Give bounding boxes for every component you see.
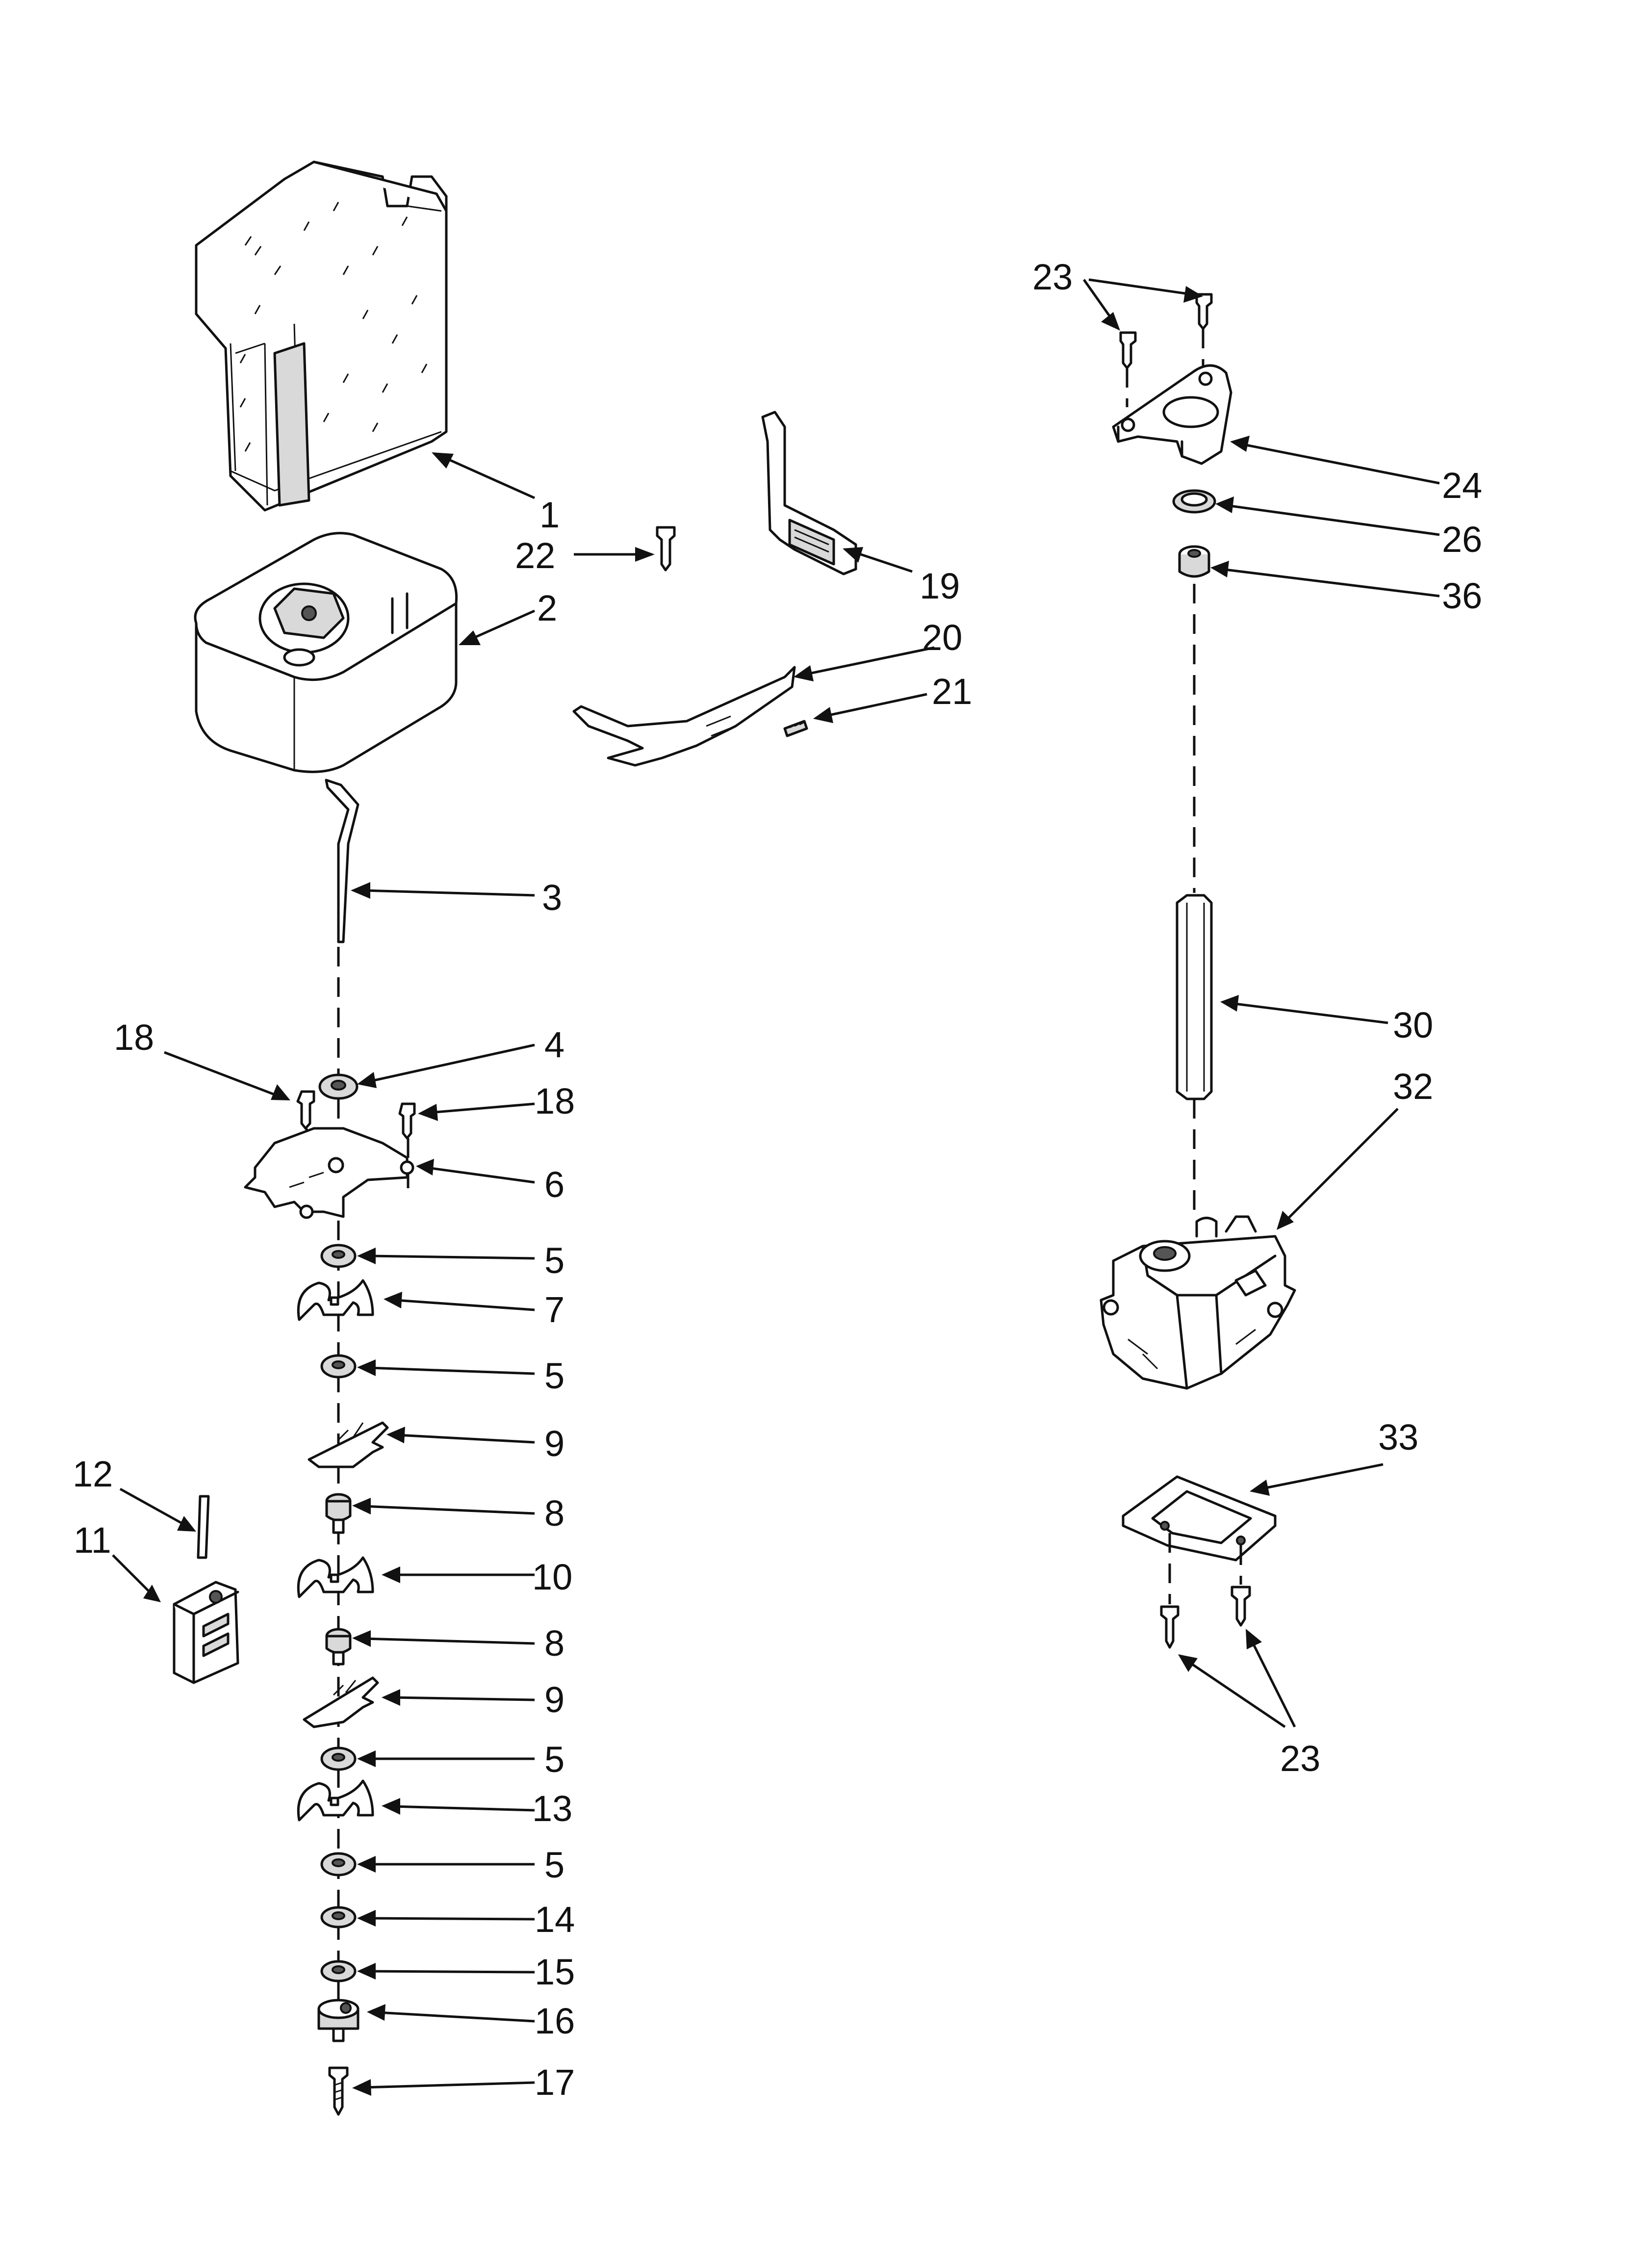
callout-30: 30 [1393, 1005, 1433, 1045]
part-8-spacer-a [325, 1493, 352, 1534]
part-18-screw-right [398, 1102, 416, 1197]
part-9-blade-b [303, 1676, 379, 1728]
part-14-washer [320, 1906, 357, 1929]
callout-15: 15 [535, 1952, 575, 1992]
callout-10: 10 [532, 1557, 572, 1597]
callout-14: 14 [535, 1899, 575, 1940]
callout-8a: 8 [544, 1493, 564, 1534]
callout-8b: 8 [544, 1623, 564, 1664]
callout-22: 22 [515, 535, 555, 576]
callout-9b: 9 [544, 1679, 564, 1720]
part-22-screw [656, 526, 676, 572]
part-21-spring [783, 720, 808, 737]
part-36-bushing [1178, 545, 1210, 578]
callout-3: 3 [542, 877, 562, 918]
callout-4: 4 [544, 1024, 564, 1065]
part-5-washer-c [320, 1747, 357, 1771]
part-3-rod [325, 779, 359, 943]
callout-2: 2 [537, 588, 557, 628]
callout-12: 12 [73, 1454, 113, 1494]
callout-9a: 9 [544, 1423, 564, 1464]
callout-24: 24 [1442, 465, 1482, 506]
callout-5c: 5 [544, 1739, 564, 1780]
callout-32: 32 [1393, 1066, 1433, 1107]
part-32-motor [1100, 1215, 1296, 1390]
callout-6: 6 [544, 1164, 564, 1205]
callout-13: 13 [532, 1788, 572, 1829]
part-2-ice-bin [194, 532, 458, 773]
callout-21: 21 [932, 671, 972, 712]
callout-33: 33 [1378, 1417, 1418, 1458]
part-13-blade [297, 1779, 374, 1822]
part-5-washer-d [320, 1852, 357, 1877]
part-33-gasket [1122, 1475, 1277, 1562]
part-23-screw-bottom-left [1160, 1533, 1180, 1649]
part-30-shaft [1176, 894, 1213, 1100]
callout-19: 19 [920, 566, 960, 606]
callout-11: 11 [74, 1520, 111, 1561]
callout-20: 20 [922, 617, 962, 658]
part-20-lever [572, 666, 796, 767]
part-12-pin [197, 1495, 210, 1559]
part-5-washer-a [320, 1244, 357, 1268]
part-15-washer [320, 1960, 357, 1982]
part-16-nut [317, 1999, 359, 2042]
part-10-blade [297, 1556, 374, 1598]
callout-36: 36 [1442, 575, 1482, 616]
part-23-screw-top-right [1195, 293, 1213, 373]
part-4-bearing [318, 1073, 359, 1100]
part-7-blade [297, 1279, 374, 1321]
part-19-cover [761, 411, 857, 575]
part-5-washer-b [320, 1354, 357, 1379]
callout-1: 1 [539, 495, 560, 535]
part-17-screw [328, 2066, 349, 2116]
part-11-block [173, 1581, 239, 1684]
part-8-spacer-b [325, 1628, 352, 1666]
part-1-bin-cover [195, 160, 448, 512]
part-23-screw-bottom-right [1231, 1545, 1251, 1627]
callout-labels: 1 22 2 19 20 21 3 18 4 18 6 5 7 5 9 12 8… [73, 257, 1482, 2103]
callout-5b: 5 [544, 1356, 564, 1396]
part-23-screw-top-left [1119, 331, 1137, 407]
callout-5d: 5 [544, 1845, 564, 1885]
part-6-bracket [244, 1127, 414, 1219]
callout-7: 7 [544, 1289, 564, 1330]
callout-18a: 18 [114, 1017, 154, 1058]
callout-5a: 5 [544, 1240, 564, 1281]
part-9-blade-a [308, 1421, 389, 1468]
callout-23-top: 23 [1032, 257, 1073, 297]
callout-17: 17 [535, 2062, 575, 2103]
leader-lines [112, 278, 1440, 2096]
part-26-washer [1172, 489, 1216, 514]
callout-26: 26 [1442, 519, 1482, 560]
part-24-bearing-plate [1112, 364, 1232, 465]
callout-18b: 18 [535, 1081, 575, 1121]
callout-16: 16 [535, 2001, 575, 2041]
callout-23-bottom: 23 [1280, 1738, 1320, 1779]
